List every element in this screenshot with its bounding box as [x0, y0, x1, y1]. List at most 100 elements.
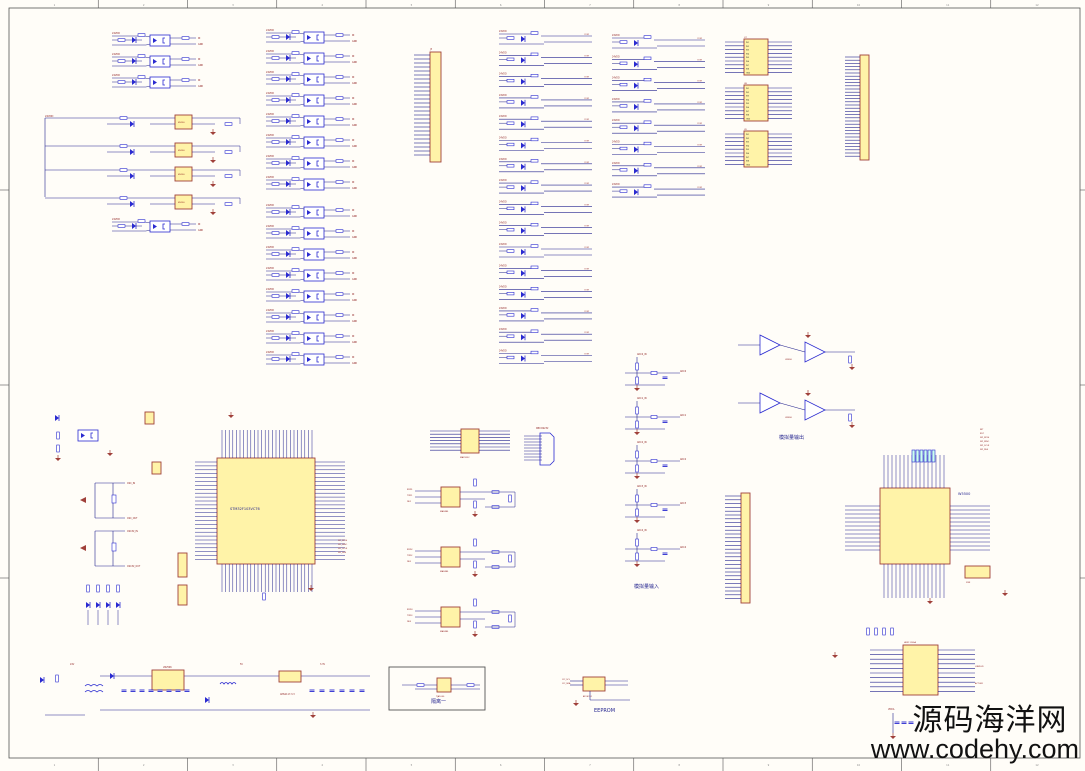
wire	[298, 74, 305, 77]
net-label: 24VDD	[266, 29, 274, 32]
lm2596-chip	[151, 669, 185, 691]
led-icon	[521, 355, 526, 362]
net-label: GND	[352, 362, 357, 365]
opto-led	[81, 433, 85, 438]
led-icon	[634, 167, 639, 174]
opto-transistor	[316, 118, 319, 125]
wire	[299, 124, 305, 127]
led-icon	[634, 189, 639, 196]
can-box	[388, 666, 486, 711]
net-label: ADC2	[680, 458, 687, 461]
crystal-icon	[111, 494, 117, 504]
net-label: COM	[697, 123, 702, 125]
net-label: 24VDD	[266, 155, 274, 158]
resistor-icon	[643, 56, 652, 60]
optocoupler-icon	[303, 269, 325, 282]
resistor-icon	[291, 114, 300, 118]
pin-label: IN5	[746, 57, 749, 59]
diode-triangle	[286, 160, 290, 166]
ground-icon	[80, 545, 86, 551]
resistor-icon	[291, 310, 300, 314]
wire	[298, 179, 305, 182]
net-label: 24VDD	[499, 73, 507, 76]
resistor-icon	[643, 141, 652, 146]
resistor-icon	[619, 61, 628, 65]
ground-icon	[210, 181, 216, 187]
resistor-icon	[473, 620, 477, 629]
ground-triangle	[55, 458, 61, 461]
diode-triangle	[521, 99, 525, 106]
zone-label-bottom: 9	[768, 763, 770, 767]
net-label: RXD1	[407, 489, 413, 491]
wire	[298, 158, 305, 161]
net-label: IN	[198, 79, 201, 82]
wire	[144, 35, 151, 38]
net-label: 24VDD	[266, 309, 274, 312]
opto-transistor	[316, 293, 319, 300]
net-label: I2C_SCL	[562, 679, 571, 681]
resistor-icon	[530, 223, 539, 227]
net-label: RXD2	[407, 549, 413, 551]
capacitor-icon	[894, 721, 900, 724]
diode-triangle	[521, 185, 525, 192]
ground-icon	[634, 385, 640, 391]
net-label: COM	[584, 354, 589, 356]
resistor-icon	[506, 206, 515, 211]
led-icon	[521, 312, 526, 319]
resistor-icon	[224, 174, 233, 178]
optocoupler-icon	[149, 55, 171, 68]
mcu-chip	[216, 457, 316, 565]
resistor-icon	[181, 36, 190, 40]
net-label: GND	[352, 341, 357, 344]
opto-led	[307, 315, 311, 320]
resistor-icon	[508, 494, 512, 503]
ground-icon	[634, 429, 640, 435]
net-label: 24VDD	[499, 30, 507, 33]
capacitor-array-icon	[931, 449, 936, 463]
resistor-icon	[116, 584, 120, 593]
optocoupler-icon	[303, 136, 325, 149]
at24c02-chip	[582, 676, 606, 692]
resistor-icon	[530, 180, 539, 184]
net-label: OSC32_OUT	[127, 565, 141, 568]
resistor-icon	[291, 247, 300, 251]
net-label: SPI_MOSI	[980, 437, 990, 439]
pin-label: IN5	[746, 103, 749, 105]
diode-triangle	[634, 103, 638, 110]
diode-triangle	[521, 312, 525, 319]
ground-triangle	[472, 634, 478, 637]
ams1117-chip	[278, 670, 302, 683]
inductor-icon	[219, 682, 237, 685]
resistor-icon	[530, 329, 539, 333]
net-label: 24VDD	[499, 286, 507, 289]
net-label: VDDA	[888, 708, 895, 711]
net-label: 24VDD	[266, 50, 274, 53]
diode-triangle	[286, 272, 290, 278]
transformer-icon	[84, 690, 104, 693]
opto-body	[303, 353, 325, 366]
diode-triangle	[521, 334, 525, 341]
wire	[299, 103, 305, 106]
wire	[298, 116, 305, 119]
diode-triangle	[634, 61, 638, 68]
opto-led	[307, 294, 311, 299]
opto-led	[307, 252, 311, 257]
watermark-chinese: 源码海洋网	[912, 703, 1068, 738]
led-icon	[286, 34, 291, 40]
resistor-icon	[473, 478, 477, 487]
diode-triangle	[634, 40, 638, 46]
net-label: LM358	[785, 417, 792, 419]
net-label: INT	[980, 429, 984, 431]
net-label: LINKLED	[975, 666, 984, 668]
resistor-icon	[650, 547, 658, 551]
led-icon	[521, 142, 526, 149]
opto-led	[307, 210, 311, 215]
capacitor-icon	[184, 689, 190, 692]
